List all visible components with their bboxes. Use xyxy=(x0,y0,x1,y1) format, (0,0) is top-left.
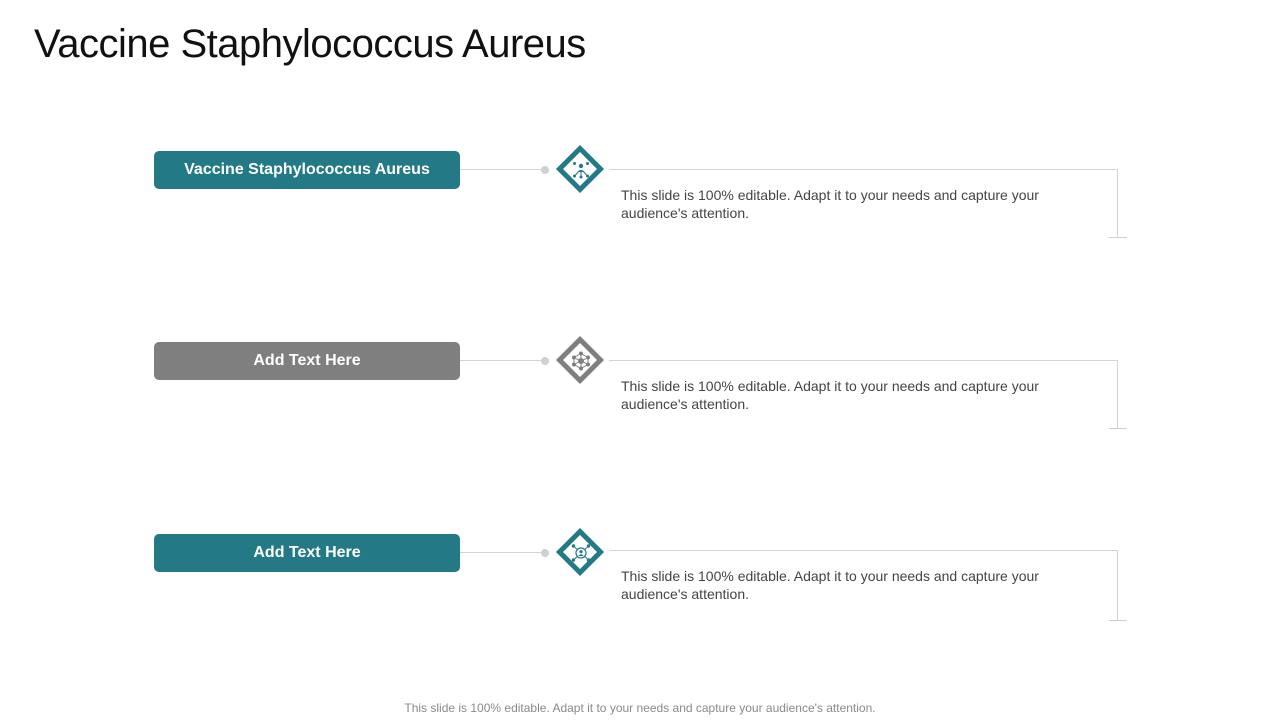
diamond-badge-1 xyxy=(553,142,609,198)
connector-line-2 xyxy=(460,360,545,361)
item-label-box-2[interactable]: Add Text Here xyxy=(154,342,460,380)
bracket-side-line-2 xyxy=(1117,360,1118,428)
bracket-top-line-1 xyxy=(609,169,1118,170)
item-label-2: Add Text Here xyxy=(253,352,361,369)
bracket-top-line-2 xyxy=(609,360,1118,361)
connector-dot-2 xyxy=(541,357,549,365)
bracket-top-line-3 xyxy=(609,550,1118,551)
item-description-2: This slide is 100% editable. Adapt it to… xyxy=(621,378,1039,412)
item-description-3: This slide is 100% editable. Adapt it to… xyxy=(621,568,1039,602)
item-description-1: This slide is 100% editable. Adapt it to… xyxy=(621,187,1039,221)
hub-network-icon xyxy=(572,351,590,371)
slide-title: Vaccine Staphylococcus Aureus xyxy=(34,22,586,66)
item-label-box-3[interactable]: Add Text Here xyxy=(154,534,460,572)
connector-line-3 xyxy=(460,552,545,553)
bracket-side-line-1 xyxy=(1117,169,1118,237)
item-row-1: Vaccine Staphylococcus Aureus This slide… xyxy=(0,144,1280,251)
connected-person-icon xyxy=(571,544,591,562)
team-network-icon xyxy=(573,162,589,179)
bracket-foot-3 xyxy=(1109,620,1127,621)
bracket-side-line-3 xyxy=(1117,550,1118,620)
item-row-3: Add Text Here This slide is 100% editabl… xyxy=(0,527,1280,634)
connector-dot-3 xyxy=(541,549,549,557)
diamond-badge-2 xyxy=(553,333,609,389)
item-label-1: Vaccine Staphylococcus Aureus xyxy=(184,161,430,178)
bracket-foot-1 xyxy=(1109,237,1127,238)
bracket-foot-2 xyxy=(1109,428,1127,429)
item-label-3: Add Text Here xyxy=(253,544,361,561)
item-row-2: Add Text Here This slide is 100% editabl… xyxy=(0,335,1280,442)
footer-note: This slide is 100% editable. Adapt it to… xyxy=(404,701,876,715)
connector-dot-1 xyxy=(541,166,549,174)
connector-line-1 xyxy=(460,169,545,170)
item-label-box-1[interactable]: Vaccine Staphylococcus Aureus xyxy=(154,151,460,189)
diamond-badge-3 xyxy=(553,525,609,581)
